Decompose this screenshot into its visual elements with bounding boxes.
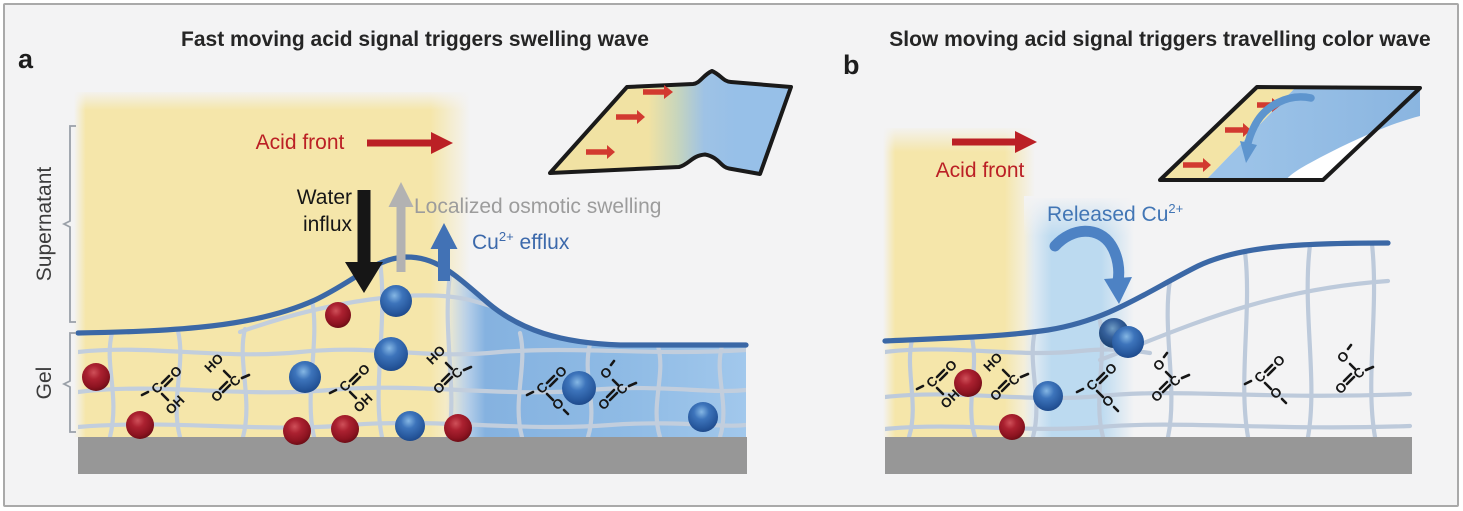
cu-ion-sphere	[380, 285, 412, 317]
inset-acid-arrow	[616, 110, 645, 124]
acid-front-label-a: Acid front	[255, 131, 345, 154]
acid-ion-sphere	[331, 415, 359, 443]
cu-ion-sphere	[289, 361, 321, 393]
acid-ion-sphere	[999, 414, 1025, 440]
inset-swelling-wave	[548, 69, 793, 176]
acid-front-arrow-a	[367, 132, 453, 154]
gel-label: Gel	[32, 366, 56, 400]
released-cu-label: Released Cu2+	[1047, 201, 1184, 226]
panel-a-title: Fast moving acid signal triggers swellin…	[181, 28, 649, 51]
acid-front-label-b: Acid front	[935, 159, 1025, 182]
released-cu-arrow	[1049, 225, 1132, 304]
water-influx-arrow	[345, 190, 383, 293]
acid-front-arrow-b	[952, 131, 1037, 153]
cu-ion-sphere	[562, 371, 596, 405]
inset-acid-arrow	[643, 85, 673, 99]
panel-b-label: b	[843, 50, 860, 80]
water-influx-label: Water influx	[296, 186, 352, 237]
inset-cu-arrow	[1240, 93, 1315, 163]
cu-ion-sphere	[374, 337, 408, 371]
inset-acid-arrow	[1225, 123, 1251, 137]
acid-ion-sphere	[954, 369, 982, 397]
gel-bracket	[61, 332, 76, 433]
cu-ion-sphere	[1112, 326, 1144, 358]
cu-ion-sphere	[1033, 381, 1063, 411]
inset-acid-arrow	[1183, 158, 1211, 172]
acid-ion-sphere	[325, 302, 351, 328]
panel-b-title: Slow moving acid signal triggers travell…	[889, 28, 1431, 51]
svg-text:O: O	[1270, 352, 1288, 370]
acid-ion-sphere	[283, 417, 311, 445]
substrate-a	[78, 437, 747, 474]
acid-ion-sphere	[82, 363, 110, 391]
cu-efflux-arrow	[430, 223, 458, 281]
cu-efflux-label: Cu2+ efflux	[472, 229, 570, 254]
acid-ion-sphere	[126, 411, 154, 439]
carboxylate-group: OCO	[1332, 343, 1375, 397]
inset-color-wave	[1158, 85, 1422, 182]
supernatant-label: Supernatant	[32, 166, 56, 282]
osmotic-swelling-label: Localized osmotic swelling	[414, 195, 662, 218]
gel-surface-curve-b	[882, 240, 1391, 344]
cu-ion-sphere	[688, 402, 718, 432]
osmotic-swelling-arrow	[388, 182, 414, 272]
svg-text:O: O	[1148, 387, 1166, 405]
panel-a-label: a	[18, 44, 34, 74]
acid-region-top-fade-a	[72, 90, 474, 110]
cu-ion-sphere	[395, 411, 425, 441]
supernatant-bracket	[61, 125, 76, 323]
acid-ion-sphere	[444, 414, 472, 442]
substrate-b	[885, 437, 1412, 474]
inset-acid-arrow	[586, 145, 615, 159]
